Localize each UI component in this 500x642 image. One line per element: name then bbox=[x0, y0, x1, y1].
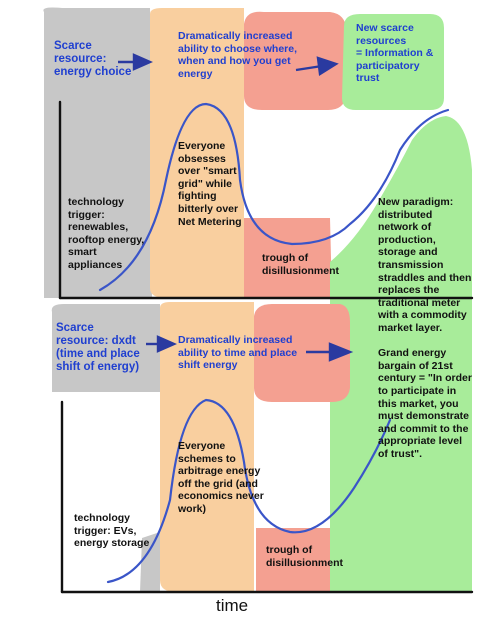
panel2-hype-curve bbox=[106, 398, 392, 584]
panel2-trigger-label: technology trigger: EVs, energy storage bbox=[74, 512, 150, 550]
panel1-scarce-resource-label: Scarce resource: energy choice bbox=[54, 40, 132, 78]
panel1-obsesses-label: Everyone obsesses over "smart grid" whil… bbox=[178, 140, 242, 228]
panel2-scarce-resource-label: Scarce resource: dxdt (time and place sh… bbox=[56, 322, 140, 373]
panel2-increase-label: Dramatically increased ability to time a… bbox=[178, 334, 298, 372]
panel2-gray-lower bbox=[140, 532, 160, 592]
panel2-gray-zone bbox=[51, 304, 160, 392]
panel2-salmon-top bbox=[254, 304, 350, 402]
panel1-salmon-top bbox=[244, 11, 346, 110]
panel1-salmon-bottom bbox=[244, 218, 332, 298]
panel1-new-scarce-label: New scarce resources = Information & par… bbox=[356, 22, 434, 85]
panel1-hype-curve bbox=[98, 102, 450, 292]
panel1-arrowhead-2 bbox=[316, 56, 339, 77]
panel1-orange-zone bbox=[150, 8, 244, 298]
panel1-arrowhead-1 bbox=[132, 53, 153, 71]
panel1-gray-zone bbox=[43, 7, 153, 298]
panel1-green-tail bbox=[330, 116, 472, 592]
panel2-salmon-bottom bbox=[256, 528, 330, 592]
panel1-trigger-label: technology trigger: renewables, rooftop … bbox=[68, 196, 145, 271]
panel2-orange-zone bbox=[160, 302, 254, 592]
panel2-arrowhead-2 bbox=[328, 342, 354, 362]
panel1-increase-label: Dramatically increased ability to choose… bbox=[178, 30, 298, 80]
panel1-green-top bbox=[342, 14, 444, 110]
panel1-arrow-2 bbox=[295, 64, 323, 72]
panel2-trough-label: trough of disillusionment bbox=[266, 544, 344, 569]
x-axis-label: time bbox=[216, 596, 249, 615]
panel1-trough-label: trough of disillusionment bbox=[262, 252, 340, 277]
panel1-paradigm-label: New paradigm: distributed network of pro… bbox=[378, 196, 472, 460]
panel2-schemes-label: Everyone schemes to arbitrage energy off… bbox=[178, 440, 264, 515]
panel2-arrowhead-1 bbox=[156, 335, 177, 353]
